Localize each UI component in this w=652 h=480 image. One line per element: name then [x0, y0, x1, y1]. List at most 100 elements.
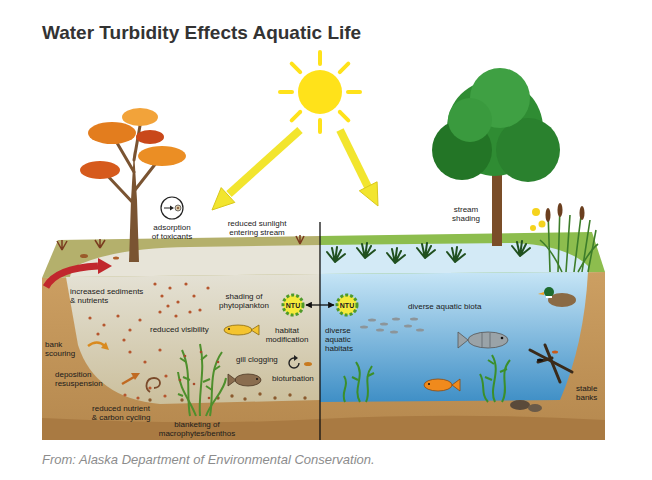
- macrophyte-plant: [217, 361, 220, 364]
- dry-grass: [80, 254, 88, 258]
- bank-grass: [447, 247, 465, 262]
- double-arrow: [306, 304, 334, 305]
- brown-fish: [228, 374, 236, 386]
- sediment-dots: [116, 314, 119, 317]
- label-holder: stable banks: [576, 384, 602, 402]
- bioturbation-cycle: [289, 355, 312, 368]
- aquatic-plants: [344, 376, 346, 402]
- bank-grass: [417, 243, 435, 258]
- fish-school: [416, 329, 424, 332]
- macrophyte-plant: [200, 351, 203, 354]
- sediment-dots: [192, 294, 195, 297]
- reeds: [530, 225, 536, 231]
- fish-school: [392, 318, 400, 321]
- macrophyte-plant: [184, 355, 187, 358]
- fish-school: [404, 325, 412, 328]
- grey-fish: [468, 332, 508, 348]
- label-holder: increased sediments & nutrients: [70, 287, 148, 305]
- green-tree: [496, 118, 560, 182]
- resuspension-arrow: [147, 378, 160, 392]
- grey-fish: [501, 337, 504, 340]
- sediment-dots: [128, 328, 131, 331]
- autumn-tree: [80, 161, 120, 179]
- yellow-fish: [228, 328, 230, 330]
- submerged-logs: [538, 358, 552, 362]
- sediment-dots: [160, 294, 163, 297]
- toxicant-icon: [170, 206, 174, 211]
- label-holder: diverse aquatic habitats: [325, 326, 359, 354]
- bottom-rocks: [510, 400, 542, 412]
- sediment-dots: [230, 394, 233, 397]
- callout-label: gill clogging: [236, 355, 278, 364]
- orange-fish: [428, 383, 430, 385]
- submerged-logs: [545, 345, 560, 382]
- sunlight-arrow: [212, 188, 235, 210]
- sunlight-arrow: [229, 130, 300, 194]
- circle-outline: [337, 295, 357, 315]
- water-surface: [70, 243, 588, 277]
- bioturbation-cycle: [304, 362, 312, 366]
- label-holder: diverse aquatic biota: [408, 302, 481, 311]
- orange-fish: [424, 379, 460, 391]
- heading-holder: From: Alaska Department of Environmental…: [42, 452, 375, 468]
- dry-grass: [57, 240, 67, 250]
- macrophyte-plant: [178, 355, 220, 396]
- node-body: NTU: [340, 302, 354, 309]
- sun: [280, 52, 360, 132]
- bottom-rocks: [528, 404, 542, 412]
- sediment-dots: [88, 316, 91, 319]
- callout-label: bioturbation: [272, 374, 314, 383]
- aquatic-plants: [344, 355, 510, 402]
- soil-block: [42, 272, 605, 440]
- label-holder: deposition resuspension: [55, 370, 111, 388]
- grey-fish: [458, 332, 468, 348]
- callout-label: reduced sunlight entering stream: [222, 219, 292, 237]
- bottom-rocks: [510, 400, 530, 410]
- macrophyte-plant: [200, 344, 203, 416]
- bank-grass: [327, 247, 345, 262]
- bank-grass: [387, 248, 405, 263]
- soil-block: [42, 272, 605, 440]
- resuspension-arrow: [122, 377, 134, 384]
- sediment-dots: [258, 392, 261, 395]
- callout-label: increased sediments & nutrients: [70, 287, 148, 305]
- diagram-title: Water Turbidity Effects Aquatic Life: [42, 22, 361, 45]
- callout-label: stream shading: [448, 205, 484, 223]
- macrophyte-plant: [178, 344, 226, 416]
- clear-water: [320, 272, 588, 402]
- macrophyte-plant: [178, 344, 226, 416]
- green-tree: [432, 68, 560, 246]
- turbid-water: [66, 274, 320, 404]
- clear-water: [320, 272, 588, 402]
- sediment-dots: [184, 282, 187, 285]
- sunlight-arrow: [340, 130, 368, 187]
- brown-fish: [235, 374, 261, 386]
- sediment-dots: [188, 310, 191, 313]
- label-holder: stream shading: [448, 205, 484, 223]
- label-holder: shading of phytoplankton: [216, 292, 272, 310]
- sediment-inflow-arrow: [98, 258, 112, 274]
- autumn-tree: [138, 146, 186, 166]
- callout-label: deposition resuspension: [55, 370, 111, 388]
- callout-label: bank scouring: [45, 340, 81, 358]
- dry-grass: [296, 235, 304, 244]
- sediment-dots: [136, 396, 139, 399]
- reeds: [539, 221, 546, 228]
- reeds: [548, 205, 596, 272]
- sediment-dots: [153, 282, 156, 285]
- toxicant-icon: [161, 197, 183, 219]
- reeds: [540, 240, 598, 272]
- water-surface: [70, 245, 320, 277]
- fish-school: [380, 323, 388, 326]
- divider-line: [319, 222, 320, 440]
- sediment-dots: [243, 397, 246, 400]
- callout-label: diverse aquatic biota: [408, 302, 481, 311]
- bank-grass: [512, 241, 530, 256]
- land-surface: [42, 236, 320, 278]
- fish-school: [360, 318, 424, 334]
- sediment-dots: [174, 314, 177, 317]
- label-holder: habitat modification: [262, 326, 312, 344]
- callout-label: shading of phytoplankton: [216, 292, 272, 310]
- yellow-fish: [224, 325, 252, 335]
- sun: [298, 70, 342, 114]
